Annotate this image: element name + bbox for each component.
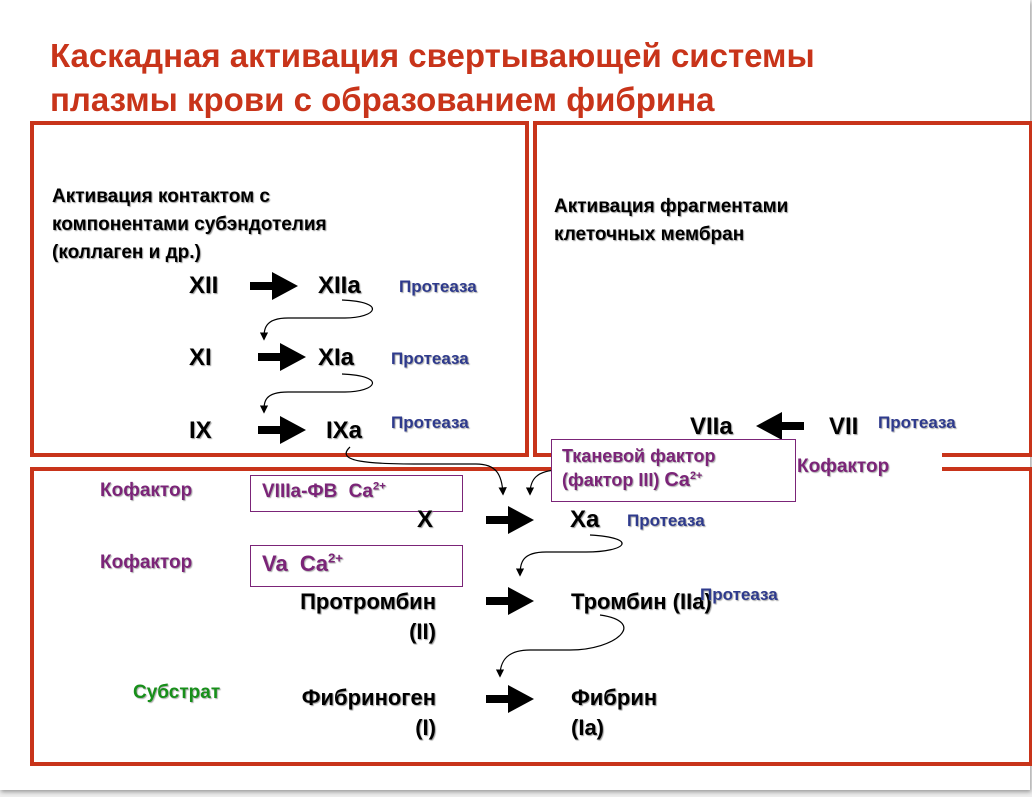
membrane-line-2: клеточных мембран xyxy=(554,224,745,245)
contact-line-2: компонентами субэндотелия xyxy=(52,214,327,235)
factor-viia: VIIa xyxy=(690,413,733,440)
slide-title: Каскадная активация свертывающей системы… xyxy=(50,34,815,122)
cofactor-viii-ca: Ca xyxy=(348,481,373,502)
factor-ixa: IXa xyxy=(326,417,363,444)
cofactor-label-v: Кофактор xyxy=(100,552,193,573)
arrow-vii-viia xyxy=(756,412,804,440)
membrane-line-1: Активация фрагментами xyxy=(554,196,789,217)
fibrinogen-number: (I) xyxy=(415,715,436,740)
factor-xii: XII xyxy=(189,272,219,299)
factor-fibrinogen: Фибриноген (I) xyxy=(276,683,436,743)
prothrombin-name: Протромбин xyxy=(300,589,436,614)
factor-thrombin: Тромбин (IIa) xyxy=(571,589,712,614)
factor-fibrin: Фибрин (Ia) xyxy=(571,683,657,743)
curve-xa-to-prothrombin xyxy=(515,534,623,577)
protease-label-xa: Протеаза xyxy=(627,511,705,530)
cofactor-v-charge: 2+ xyxy=(327,550,343,566)
contact-line-1: Активация контактом с xyxy=(52,186,270,207)
cofactor-viii-text: VIIIa-ФВ Ca2+ xyxy=(262,480,386,504)
tissue-factor-line-1: Тканевой фактор xyxy=(562,446,716,466)
tissue-factor-line-2: (фактор III) Ca2+ xyxy=(562,468,715,492)
protease-label-ixa: Протеаза xyxy=(391,413,469,432)
cofactor-viii-box xyxy=(250,475,463,512)
membrane-activation-heading: Активация фрагментами клеточных мембран xyxy=(554,193,788,249)
curve-xiia-to-xi xyxy=(259,299,373,341)
protease-label-xiia: Протеаза xyxy=(399,277,477,296)
cofactor-label-viii: Кофактор xyxy=(100,480,193,501)
curve-ixa-to-x xyxy=(345,446,507,496)
factor-vii: VII xyxy=(829,413,859,440)
cofactor-viii-charge: 2+ xyxy=(372,480,386,493)
cofactor-v-ca: Ca xyxy=(299,551,328,576)
tissue-factor-text: Тканевой фактор (фактор III) Ca2+ xyxy=(562,444,715,492)
substrate-label: Субстрат xyxy=(133,682,221,703)
factor-xa: Xa xyxy=(570,506,600,533)
arrow-prothrombin-thrombin xyxy=(486,587,534,615)
cofactor-v-name: Va xyxy=(262,551,288,576)
cofactor-label-tissue: Кофактор xyxy=(797,456,890,477)
tissue-factor-number: (фактор III) xyxy=(562,470,660,490)
factor-xi: XI xyxy=(189,344,212,371)
fibrinogen-name: Фибриноген xyxy=(301,685,436,710)
curve-thrombin-to-fibrinogen xyxy=(495,614,625,678)
tissue-factor-charge: 2+ xyxy=(689,470,703,482)
arrow-xi-xia xyxy=(258,343,306,371)
fibrin-number: (Ia) xyxy=(571,715,604,740)
protease-label-viia: Протеаза xyxy=(878,413,956,432)
factor-ix: IX xyxy=(189,417,212,444)
title-line-2: плазмы крови с образованием фибрина xyxy=(50,81,715,118)
tissue-factor-box xyxy=(551,439,796,502)
factor-xia: XIa xyxy=(318,344,355,371)
arrow-x-xa xyxy=(486,506,534,534)
contact-line-3: (коллаген и др.) xyxy=(52,242,201,263)
contact-activation-heading: Активация контактом с компонентами субэн… xyxy=(52,183,327,267)
arrow-fibrinogen-fibrin xyxy=(486,685,534,713)
contact-activation-frame xyxy=(30,121,529,457)
cofactor-viii-name: VIIIa-ФВ xyxy=(262,481,338,502)
arrow-ix-ixa xyxy=(258,416,306,444)
curve-xia-to-ix xyxy=(259,373,373,414)
protease-label-thrombin: Протеаза xyxy=(700,585,778,604)
tissue-factor-ca: Ca xyxy=(664,469,690,491)
factor-prothrombin: Протромбин (II) xyxy=(276,587,436,647)
common-pathway-frame xyxy=(30,467,1032,766)
factor-x: X xyxy=(417,506,434,533)
protease-label-xia: Протеаза xyxy=(391,349,469,368)
cofactor-v-text: Va Ca2+ xyxy=(262,550,343,578)
fibrin-name: Фибрин xyxy=(571,685,658,710)
cofactor-label-bg xyxy=(792,451,942,479)
prothrombin-number: (II) xyxy=(409,619,436,644)
title-line-1: Каскадная активация свертывающей системы xyxy=(50,37,815,74)
reaction-arrows xyxy=(250,272,804,713)
arrow-xii-xiia xyxy=(250,272,298,300)
cofactor-v-box xyxy=(250,545,463,587)
factor-xiia: XIIa xyxy=(318,272,361,299)
